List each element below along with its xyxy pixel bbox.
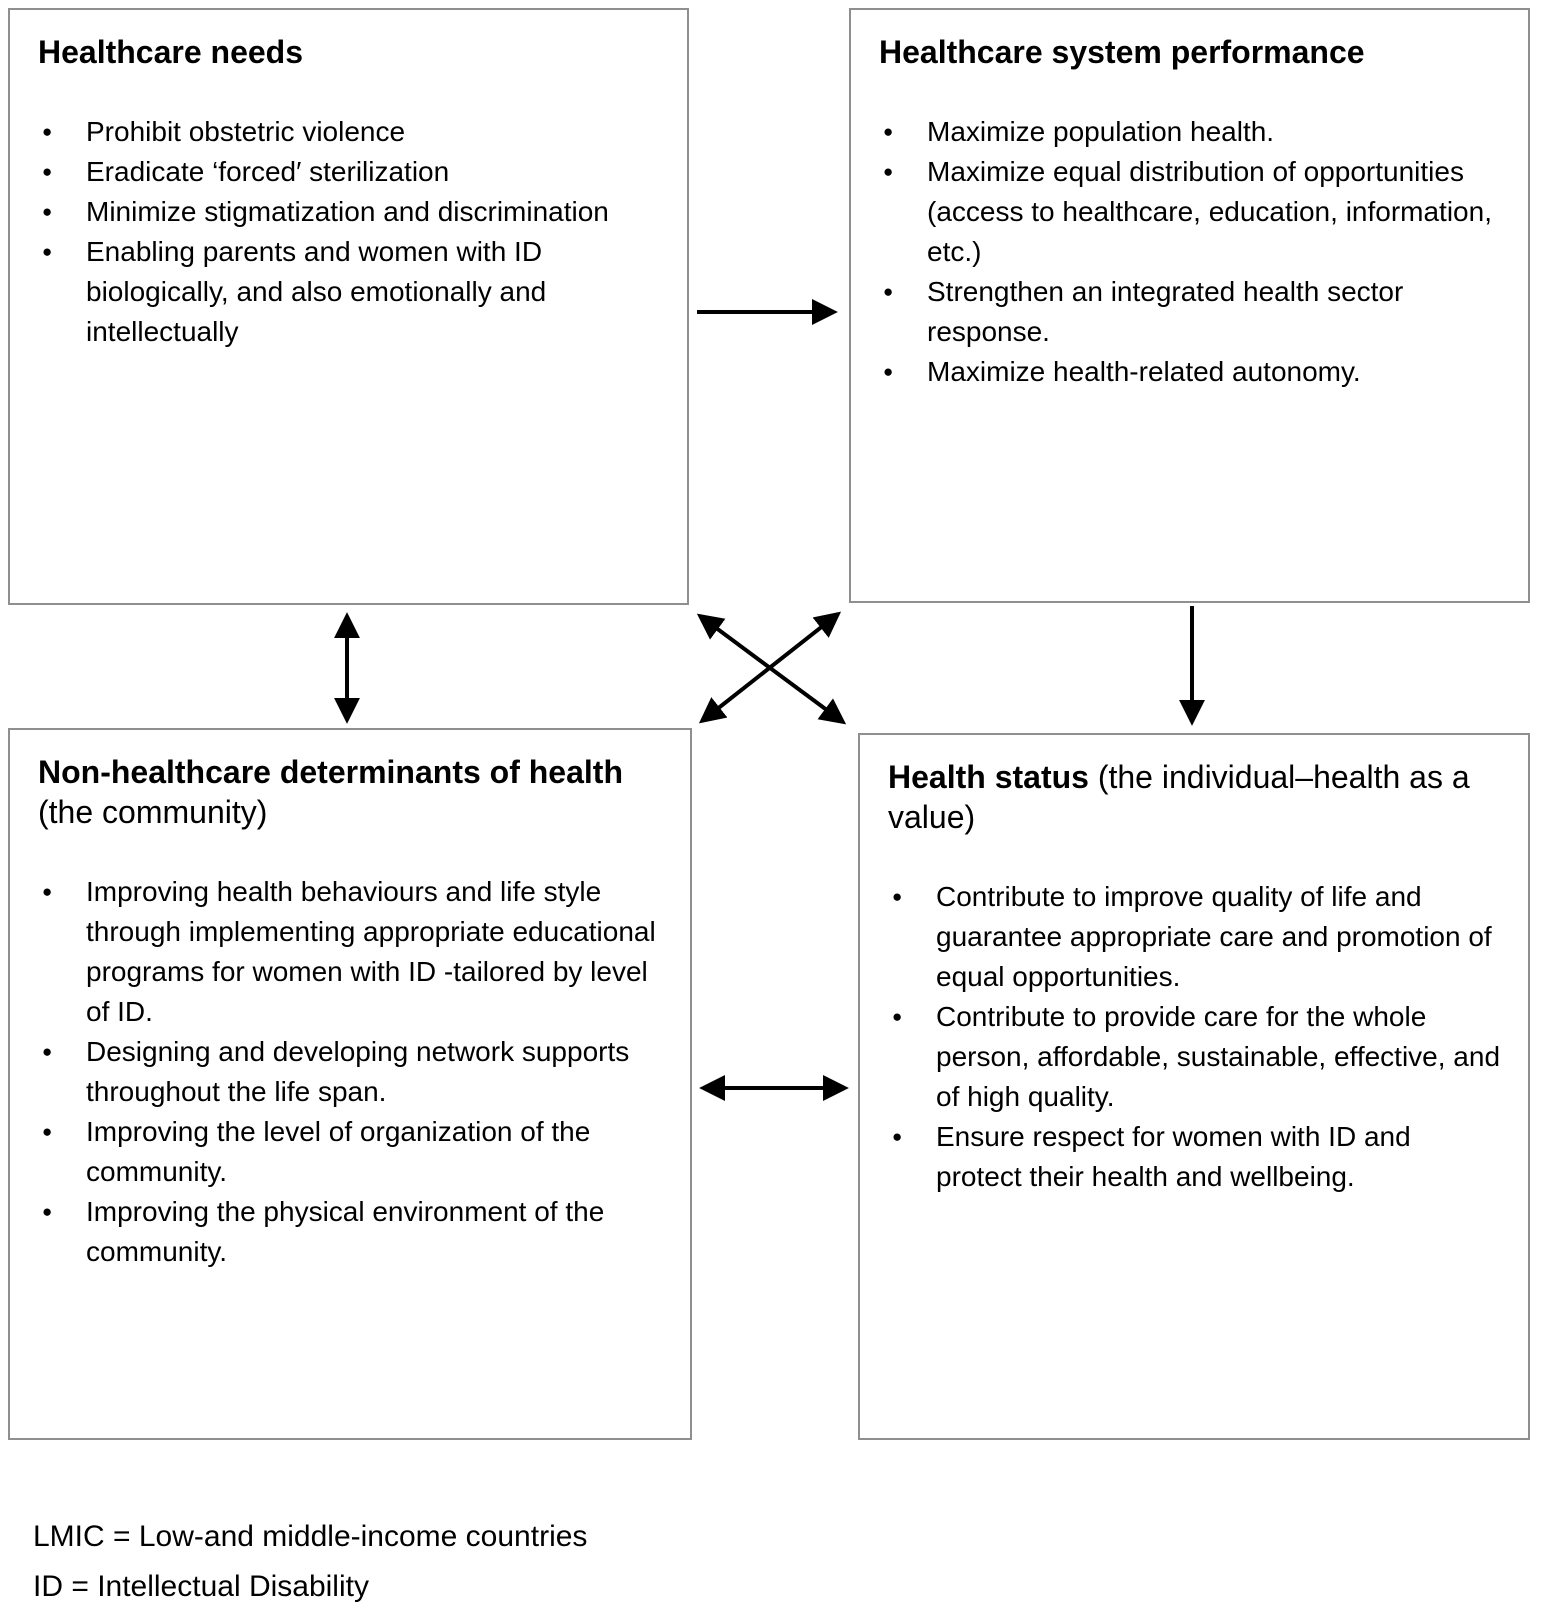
box-healthcare-needs-title: Healthcare needs bbox=[38, 32, 663, 72]
bullet-item: Ensure respect for women with ID and pro… bbox=[888, 1117, 1504, 1197]
box-healthcare-needs: Healthcare needs Prohibit obstetric viol… bbox=[8, 8, 689, 605]
legend-lmic: LMIC = Low-and middle-income countries bbox=[33, 1520, 588, 1553]
bullet-item: Improving health behaviours and life sty… bbox=[38, 872, 666, 1032]
bullet-list: Prohibit obstetric violence Eradicate ‘f… bbox=[38, 112, 663, 352]
box-healthcare-system-performance: Healthcare system performance Maximize p… bbox=[849, 8, 1530, 603]
title-bold-text: Health status bbox=[888, 759, 1089, 795]
title-rest-text: (the community) bbox=[38, 794, 268, 830]
title-bold-text: Healthcare needs bbox=[38, 34, 304, 70]
box-non-healthcare-determinants-title: Non-healthcare determinants of health (t… bbox=[38, 752, 666, 832]
bullet-item: Improving the level of organization of t… bbox=[38, 1112, 666, 1192]
box-health-status-title: Health status (the individual–health as … bbox=[888, 757, 1504, 837]
bullet-item: Eradicate ‘forced′ sterilization bbox=[38, 152, 663, 192]
bullet-item: Enabling parents and women with ID biolo… bbox=[38, 232, 663, 352]
bullet-list: Contribute to improve quality of life an… bbox=[888, 877, 1504, 1197]
title-rest-text: (the individual–health as a value) bbox=[888, 759, 1470, 835]
box-system-performance-title: Healthcare system performance bbox=[879, 32, 1504, 72]
box-non-healthcare-determinants: Non-healthcare determinants of health (t… bbox=[8, 728, 692, 1440]
bullet-item: Maximize population health. bbox=[879, 112, 1504, 152]
bullet-item: Contribute to provide care for the whole… bbox=[888, 997, 1504, 1117]
arrow-performance-determinants-diagonal bbox=[698, 611, 842, 724]
bullet-item: Maximize equal distribution of opportuni… bbox=[879, 152, 1504, 272]
bullet-item: Strengthen an integrated health sector r… bbox=[879, 272, 1504, 352]
bullet-list: Maximize population health. Maximize equ… bbox=[879, 112, 1504, 392]
arrow-needs-status-diagonal bbox=[696, 613, 847, 725]
bullet-item: Prohibit obstetric violence bbox=[38, 112, 663, 152]
bullet-item: Contribute to improve quality of life an… bbox=[888, 877, 1504, 997]
bullet-list: Improving health behaviours and life sty… bbox=[38, 872, 666, 1272]
abbreviation-legend: LMIC = Low-and middle-income countries I… bbox=[33, 1512, 587, 1612]
bullet-item: Minimize stigmatization and discriminati… bbox=[38, 192, 663, 232]
title-bold-text: Non-healthcare determinants of health bbox=[38, 754, 623, 790]
title-bold-text: Healthcare system performance bbox=[879, 34, 1365, 70]
box-health-status: Health status (the individual–health as … bbox=[858, 733, 1530, 1440]
bullet-item: Improving the physical environment of th… bbox=[38, 1192, 666, 1272]
bullet-item: Designing and developing network support… bbox=[38, 1032, 666, 1112]
legend-id: ID = Intellectual Disability bbox=[33, 1570, 369, 1603]
bullet-item: Maximize health-related autonomy. bbox=[879, 352, 1504, 392]
